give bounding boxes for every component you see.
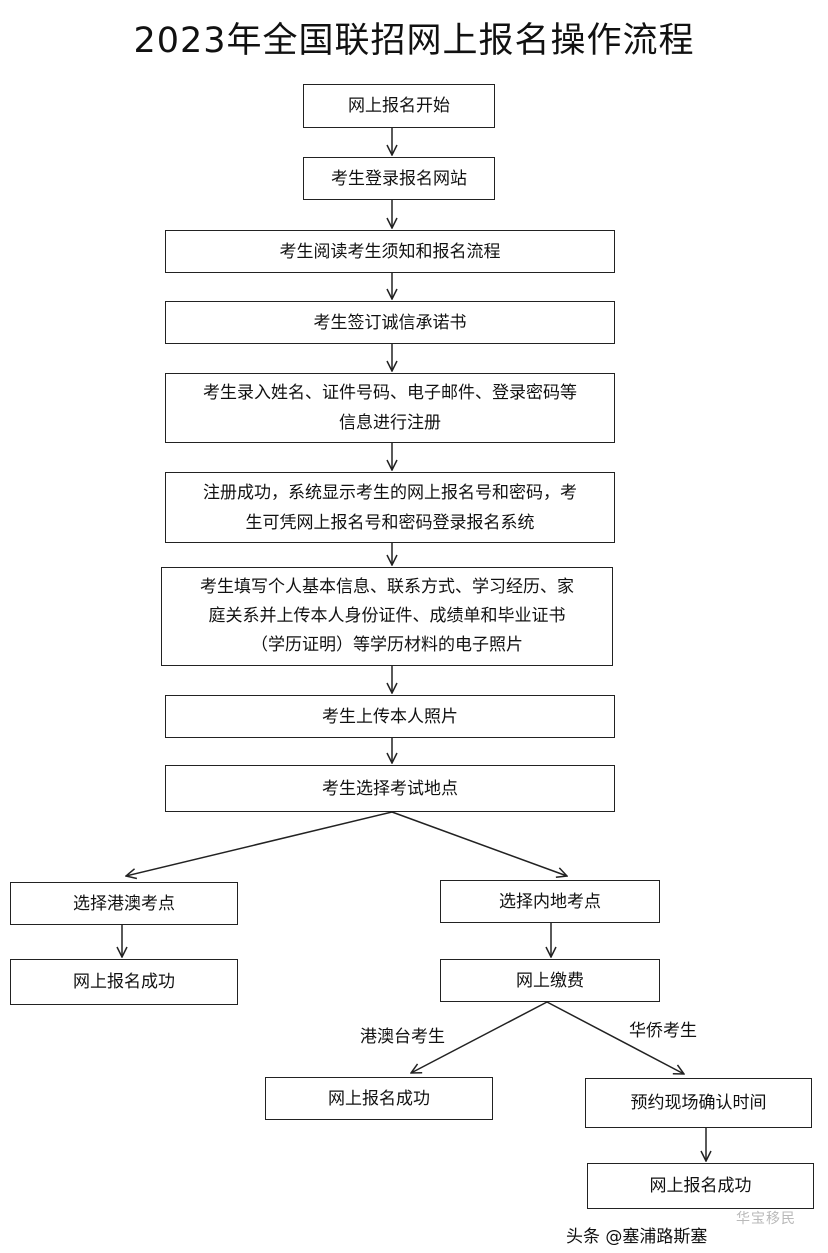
watermark-stamp: 华宝移民	[736, 1211, 796, 1227]
step-hk-success: 网上报名成功	[10, 959, 238, 1005]
step-hmt-success: 网上报名成功	[265, 1077, 493, 1120]
step-appointment: 预约现场确认时间	[585, 1078, 812, 1128]
step-mainland-site: 选择内地考点	[440, 880, 660, 923]
step-online-payment: 网上缴费	[440, 959, 660, 1002]
step-sign-pledge: 考生签订诚信承诺书	[165, 301, 615, 344]
step-final-success: 网上报名成功	[587, 1163, 814, 1209]
step-registration-success: 注册成功，系统显示考生的网上报名号和密码，考 生可凭网上报名号和密码登录报名系统	[165, 472, 615, 543]
step-login: 考生登录报名网站	[303, 157, 495, 200]
step-fill-info: 考生填写个人基本信息、联系方式、学习经历、家 庭关系并上传本人身份证件、成绩单和…	[161, 567, 613, 666]
arrow-site-hk	[126, 811, 393, 876]
branch-label-hmt: 港澳台考生	[360, 1027, 445, 1047]
step-start: 网上报名开始	[303, 84, 495, 128]
step-read-notice: 考生阅读考生须知和报名流程	[165, 230, 615, 273]
arrow-pay-hmt	[411, 1001, 548, 1073]
arrow-pay-overseas	[546, 1001, 684, 1074]
step-register: 考生录入姓名、证件号码、电子邮件、登录密码等 信息进行注册	[165, 373, 615, 443]
page-title: 2023年全国联招网上报名操作流程	[133, 21, 695, 61]
step-hk-macao-site: 选择港澳考点	[10, 882, 238, 925]
footer-attribution: 头条 @塞浦路斯塞	[566, 1227, 708, 1247]
step-upload-photo: 考生上传本人照片	[165, 695, 615, 738]
branch-label-overseas: 华侨考生	[629, 1021, 697, 1041]
step-choose-site: 考生选择考试地点	[165, 765, 615, 812]
arrow-site-mainland	[391, 811, 567, 876]
